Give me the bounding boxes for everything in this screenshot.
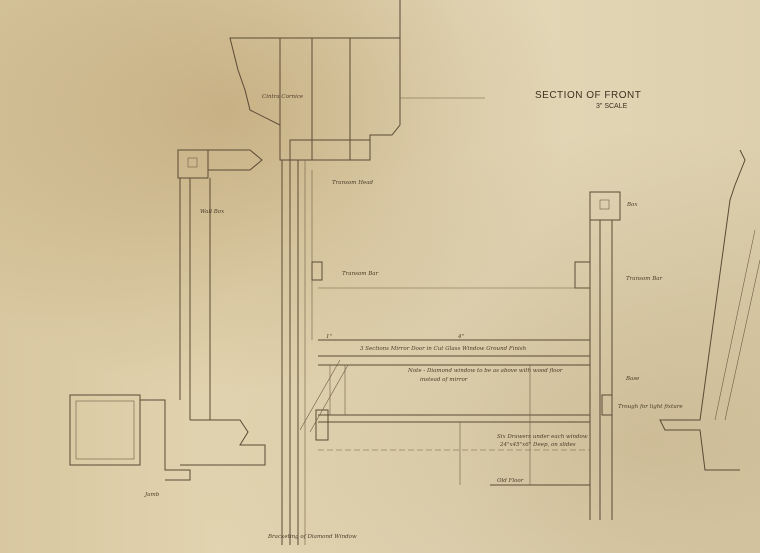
drawers-line-1: Six Drawers under each window — [497, 434, 588, 440]
note-line-1: Note - Diamond window to be as above wit… — [407, 368, 563, 374]
far-right-profile — [659, 149, 760, 471]
drawers-line-2: 24"x45"x6" Deep, on slides — [499, 442, 576, 448]
right-section — [299, 191, 621, 520]
cornice — [229, 0, 485, 161]
label-trough: Trough for light fixture — [618, 404, 683, 410]
note-line-2: instead of mirror — [420, 377, 468, 383]
label-bottom-note: Bracketing of Diamond Window — [267, 534, 357, 540]
label-cornice: Cintra Cornice — [262, 94, 304, 100]
dimension-4in: 4" — [457, 334, 464, 340]
label-old-floor: Old Floor — [497, 478, 524, 484]
label-box: Box — [626, 202, 638, 208]
label-mirror-door: 3 Sections Mirror Door in Cut Glass Wind… — [360, 346, 527, 352]
label-base: Base — [625, 376, 640, 382]
mullion — [281, 160, 329, 545]
label-jamb: Jamb — [144, 492, 160, 498]
label-transom-head: Transom Head — [332, 180, 374, 186]
label-transom-bar-right: Transom Bar — [626, 276, 663, 282]
label-transom-bar-left: Transom Bar — [342, 271, 379, 277]
label-wall-box: Wall Box — [200, 209, 225, 215]
dimension-1in: 1" — [326, 334, 332, 340]
drawing-title: SECTION OF FRONT — [535, 90, 641, 101]
wall-box — [69, 149, 266, 481]
drawing-scale: 3" SCALE — [596, 103, 628, 110]
